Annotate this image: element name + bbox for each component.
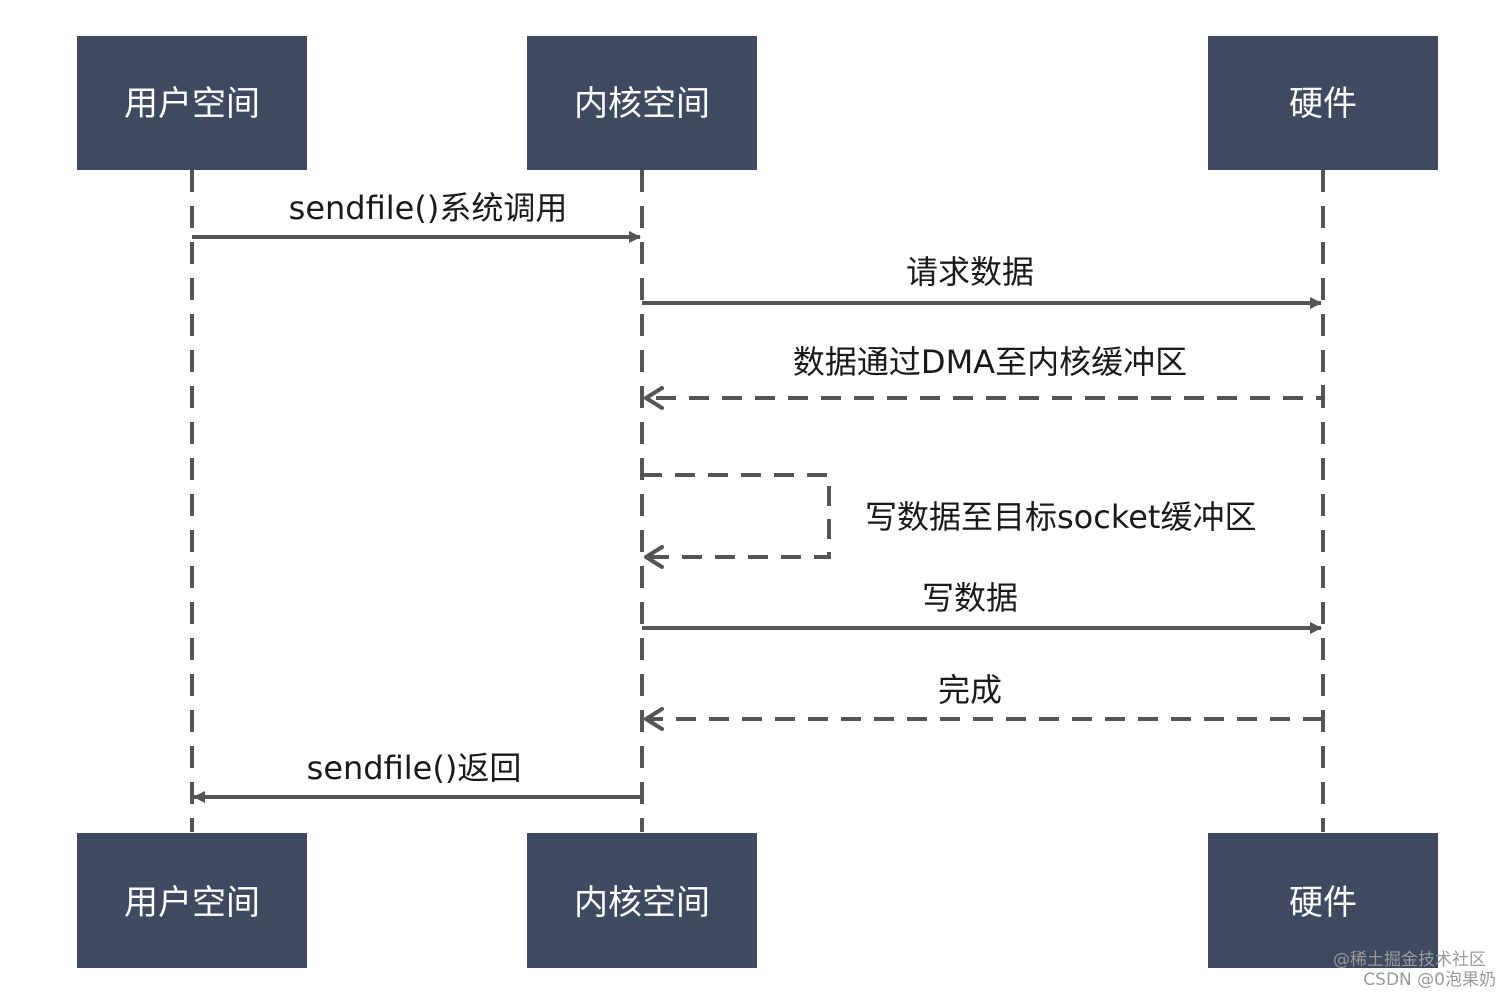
message-arrow-self-write — [642, 473, 831, 569]
watermark-csdn: CSDN @0泡果奶 — [1363, 970, 1496, 990]
message-label-sendfile-return: sendfile()返回 — [307, 749, 522, 787]
message-label-done: 完成 — [938, 671, 1002, 709]
message-label-write-data: 写数据 — [922, 579, 1018, 617]
participant-user-space-top: 用户空间 — [77, 36, 307, 170]
participant-label: 用户空间 — [124, 84, 260, 124]
watermark-juejin: @稀土掘金技术社区 — [1333, 950, 1486, 970]
participant-kernel-space-top: 内核空间 — [527, 36, 757, 170]
participant-kernel-space-bottom: 内核空间 — [527, 833, 757, 968]
message-arrow-dma — [644, 385, 1325, 410]
message-label-dma: 数据通过DMA至内核缓冲区 — [793, 343, 1187, 381]
participant-label: 用户空间 — [124, 883, 260, 923]
participant-hardware-top: 硬件 — [1208, 36, 1438, 170]
participant-label: 硬件 — [1289, 883, 1357, 923]
participant-label: 硬件 — [1289, 84, 1357, 124]
participant-label: 内核空间 — [574, 883, 710, 923]
participant-user-space-bottom: 用户空间 — [77, 833, 307, 968]
participant-hardware-bottom: 硬件 — [1208, 833, 1438, 968]
message-label-sendfile-call: sendfile()系统调用 — [289, 189, 568, 227]
message-label-self-write: 写数据至目标socket缓冲区 — [865, 498, 1256, 536]
participant-label: 内核空间 — [574, 84, 710, 124]
message-label-request-data: 请求数据 — [906, 253, 1034, 291]
